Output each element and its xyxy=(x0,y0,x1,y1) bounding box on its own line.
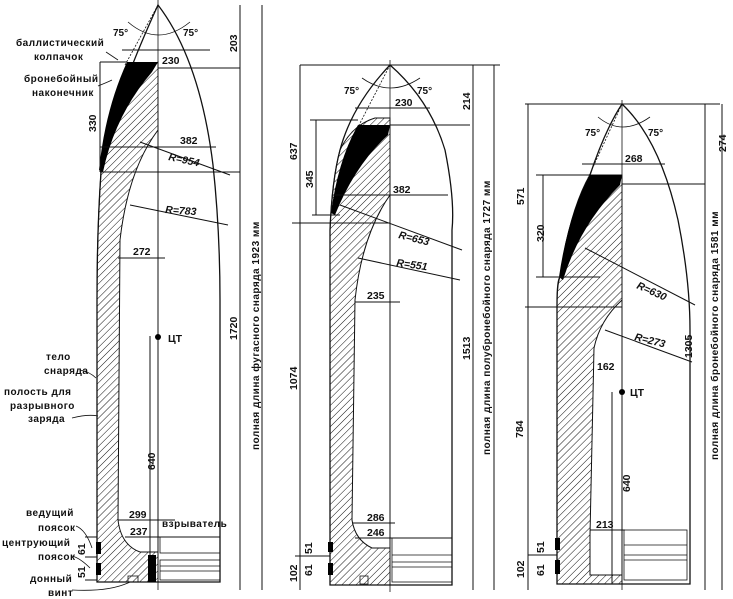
dim-r-cavity: R=783 xyxy=(165,204,197,218)
dim-head-len: 571 xyxy=(515,187,527,205)
dim-fuze-dia: 237 xyxy=(130,526,148,538)
dim-382: 382 xyxy=(393,184,411,196)
dim-band1: 51 xyxy=(535,541,547,553)
shell-sap: 75° 75° 230 214 637 345 382 R=653 R=551 … xyxy=(288,60,500,592)
full-length-label: полная длина полубронебойного снаряда 17… xyxy=(481,180,493,455)
fuze-block xyxy=(148,555,156,582)
full-length-label: полная длина бронебойного снаряда 1581 м… xyxy=(709,211,721,460)
callout-driving-band: ведущий xyxy=(26,508,74,519)
cg-marker xyxy=(155,334,161,340)
callout-ballistic-cap-2: колпачок xyxy=(34,52,84,63)
callout-body-2: снаряда xyxy=(44,366,88,377)
dim-apcap-len: 320 xyxy=(535,224,547,242)
dim-cap-dia: 230 xyxy=(162,55,180,67)
angle-right: 75° xyxy=(648,128,663,139)
callout-centering-band-2: поясок xyxy=(38,552,76,563)
dim-apcap-len: 345 xyxy=(304,170,316,188)
angle-left: 75° xyxy=(344,86,359,97)
dim-band2: 61 xyxy=(535,564,547,576)
callout-cavity: полость для xyxy=(4,387,72,398)
dim-lower-len: 784 xyxy=(514,420,526,438)
dim-cav-dia: 235 xyxy=(367,290,385,302)
dim-cap-dia: 268 xyxy=(625,153,643,165)
callout-base-plug-2: винт xyxy=(48,588,73,599)
callout-driving-band-2: поясок xyxy=(38,523,76,534)
callout-ballistic-cap: баллистический xyxy=(16,37,104,49)
dim-cap-len: 274 xyxy=(717,134,729,152)
dim-base-dia: 299 xyxy=(129,509,147,521)
base-plug xyxy=(127,575,139,583)
dim-body-len: 1513 xyxy=(461,336,473,360)
dim-body-len: 1305 xyxy=(683,334,695,358)
shell-ap: 75° 75° 268 274 571 320 R=630 R=273 1305… xyxy=(514,100,729,590)
fuze-label: взрыватель xyxy=(162,519,227,530)
callout-ap-cap: бронебойный xyxy=(24,73,99,85)
shell-he-ap-cap xyxy=(99,62,158,172)
dim-body-len: 1720 xyxy=(228,316,240,340)
dim-lower-len: 1074 xyxy=(288,366,300,390)
dim-cav-dia: 162 xyxy=(597,361,615,373)
dim-base-len: 102 xyxy=(515,560,527,578)
dim-cap-len: 203 xyxy=(228,34,240,52)
angle-arc xyxy=(127,21,191,36)
callout-body: тело xyxy=(46,352,71,363)
driving-band xyxy=(96,542,101,554)
full-length-label: полная длина фугасного снаряда 1923 мм xyxy=(250,221,262,450)
dim-382: 382 xyxy=(180,135,198,147)
dim-apcap-len: 330 xyxy=(87,114,99,132)
angle-right: 75° xyxy=(417,86,432,97)
dim-base-dia: 286 xyxy=(367,512,385,524)
angle-right: 75° xyxy=(183,28,198,39)
dim-band2: 61 xyxy=(303,564,315,576)
angle-left: 75° xyxy=(113,28,128,39)
shell-he-cavity xyxy=(117,128,159,553)
callouts: баллистический колпачок бронебойный нако… xyxy=(2,37,131,599)
dim-base-len: 102 xyxy=(288,564,300,582)
callout-cavity-3: заряда xyxy=(28,414,65,425)
dim-cav-dia: 272 xyxy=(133,246,151,258)
centering-band xyxy=(96,563,101,575)
ballistic-cap-line xyxy=(124,4,159,66)
dim-fuze-dia: 246 xyxy=(367,527,385,539)
dim-head-len: 637 xyxy=(288,142,300,160)
callout-cavity-2: разрывного xyxy=(10,401,75,412)
shell-he: 75° 75° 230 203 330 382 R=954 R=783 272 … xyxy=(76,0,263,590)
dim-band1: 61 xyxy=(76,543,88,555)
callout-base-plug: донный xyxy=(30,574,72,585)
dim-r-cavity: R=551 xyxy=(396,257,429,273)
dim-cap-len: 214 xyxy=(461,92,473,110)
callout-centering-band: центрующий xyxy=(2,538,70,549)
dim-band2: 51 xyxy=(76,566,88,578)
cg-label: ЦТ xyxy=(630,387,645,399)
dim-band1: 51 xyxy=(303,542,315,554)
dim-cg-dist: 640 xyxy=(146,452,158,470)
angle-left: 75° xyxy=(585,128,600,139)
dim-cg-dist: 640 xyxy=(621,474,633,492)
callout-ap-cap-2: наконечник xyxy=(32,88,94,99)
dim-base-dia: 213 xyxy=(596,519,614,531)
dim-cap-dia: 230 xyxy=(395,97,413,109)
cg-label: ЦТ xyxy=(168,333,183,345)
